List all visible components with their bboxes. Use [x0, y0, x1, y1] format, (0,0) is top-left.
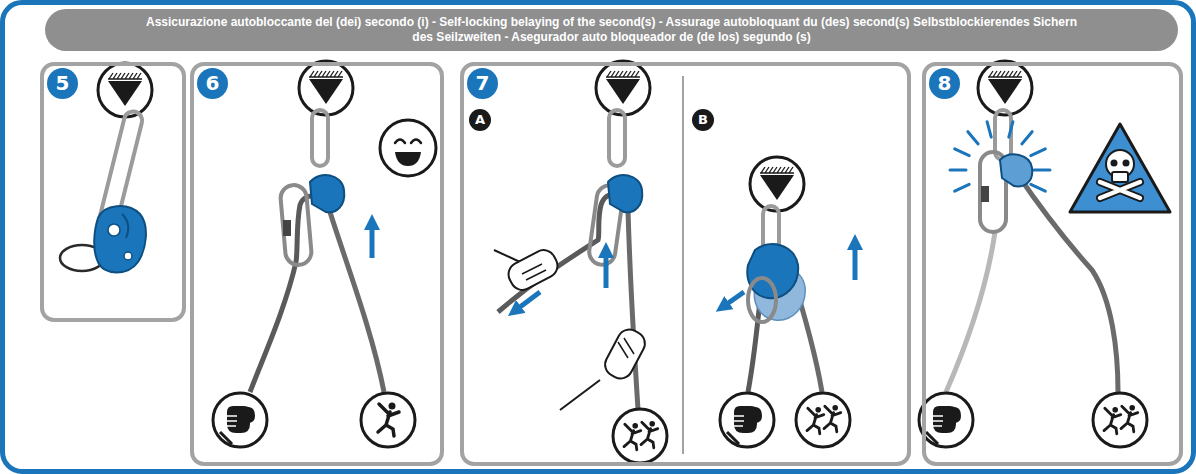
step-number: 8: [929, 68, 960, 99]
two-seconds-setup: [494, 61, 667, 463]
pull-arrow: [853, 244, 858, 280]
rope: [628, 210, 640, 440]
anchor-symbol: [596, 61, 650, 115]
wrong-setup: [919, 61, 1170, 447]
rope: [250, 196, 330, 392]
belay-device: [608, 175, 642, 212]
step-panel: 7A B: [460, 62, 911, 466]
locking-carabiner: [280, 184, 313, 266]
panel-divider: [682, 76, 684, 454]
anchor-symbol: [299, 61, 353, 115]
hand-icon: [919, 393, 973, 447]
title-band: Assicurazione autobloccante del (dei) se…: [45, 9, 1178, 51]
step-panel: 8: [922, 62, 1183, 466]
climbers-icon: [796, 393, 850, 447]
climbers-icon: [613, 409, 667, 463]
hand-icon: [720, 393, 774, 447]
carabiner: [312, 110, 328, 166]
smiley-icon: [380, 120, 436, 176]
step-number: 7: [467, 68, 498, 99]
pull-arrow: [370, 224, 375, 258]
hand-icon: [213, 393, 267, 447]
variant-marker: B: [692, 109, 714, 131]
belay-device: [310, 175, 344, 212]
carabiner: [609, 110, 625, 166]
belay-device: [94, 206, 146, 272]
correct-setup: [213, 61, 436, 447]
step-panel: 5: [40, 62, 186, 322]
variant-marker: A: [469, 109, 491, 131]
anchor-symbol: [98, 63, 152, 117]
step-number: 6: [197, 68, 228, 99]
anchor-symbol: [750, 157, 804, 211]
carabiner-lock: [981, 186, 989, 202]
climber-icon: [361, 393, 415, 447]
variant-letter: B: [692, 109, 714, 131]
carabiner-lock: [283, 220, 291, 236]
gloved-hand: [560, 325, 649, 410]
anchor-symbol: [978, 61, 1032, 115]
locking-carabiner: [748, 278, 776, 322]
rope: [330, 212, 384, 392]
step-number: 5: [47, 68, 78, 99]
device-release: [720, 157, 855, 447]
pull-arrow: [724, 292, 744, 306]
step-panel: 6: [190, 62, 444, 466]
climbers-icon: [1093, 393, 1147, 447]
device-closeup: [60, 63, 152, 273]
pull-arrow: [516, 292, 540, 310]
belay-device: [1000, 154, 1032, 186]
danger-sign: [1070, 124, 1170, 212]
pull-arrow: [604, 252, 609, 288]
rope: [946, 232, 995, 392]
title-text: Assicurazione autobloccante del (dei) se…: [137, 15, 1087, 45]
variant-letter: A: [469, 109, 491, 131]
gloved-hand: [494, 246, 562, 294]
rope: [498, 194, 628, 312]
